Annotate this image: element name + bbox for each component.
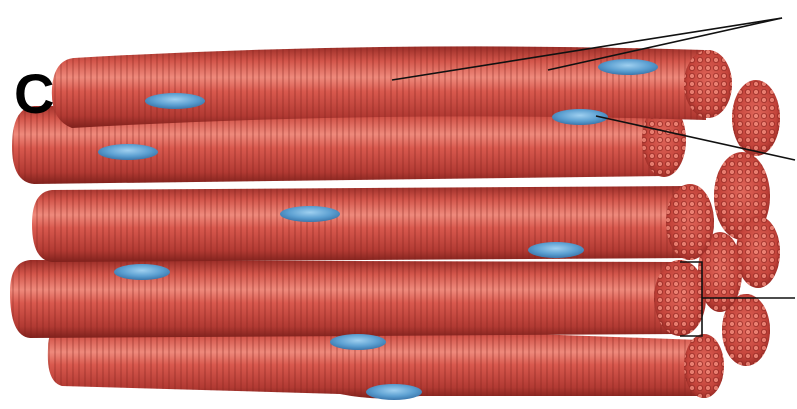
- nucleus: [114, 264, 170, 280]
- muscle-fiber-4: [32, 184, 714, 262]
- nucleus: [330, 334, 386, 350]
- nucleus: [528, 242, 584, 258]
- nucleus: [145, 93, 205, 109]
- panel-letter: C: [14, 66, 54, 122]
- nucleus: [366, 384, 422, 400]
- nucleus: [98, 144, 158, 160]
- muscle-fiber-2: [52, 46, 732, 128]
- nucleus: [280, 206, 340, 222]
- nucleus: [598, 59, 658, 75]
